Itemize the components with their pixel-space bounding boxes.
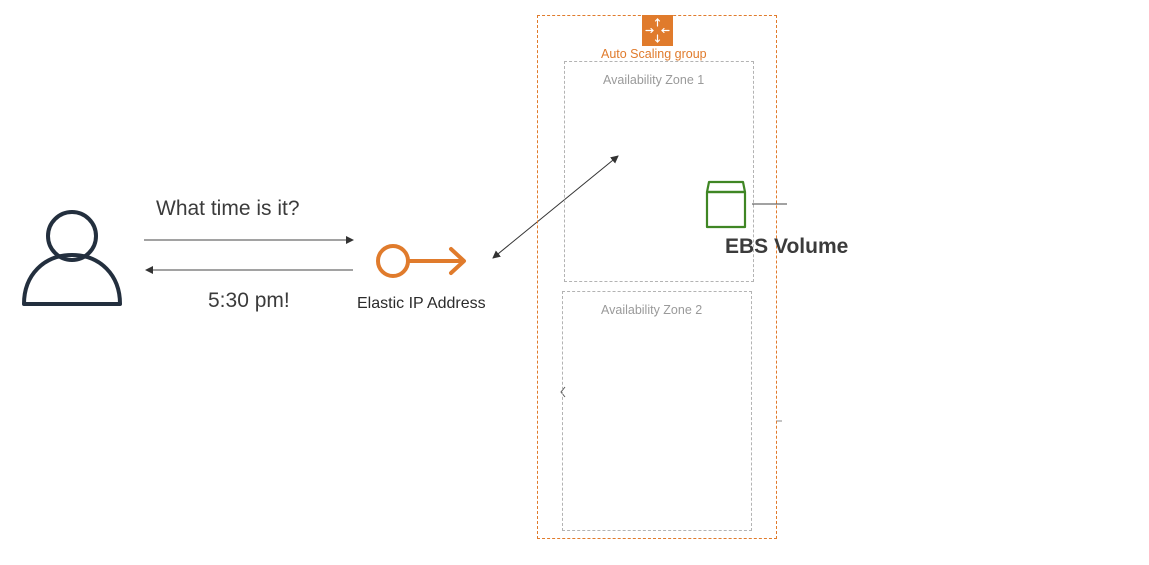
availability-zone-1-box [564, 61, 754, 282]
auto-scaling-group-label: Auto Scaling group [601, 47, 707, 61]
availability-zone-1-label: Availability Zone 1 [603, 73, 705, 87]
answer-message: 5:30 pm! [208, 289, 290, 312]
ebs-volume-label: EBS Volume [725, 235, 849, 258]
question-message: What time is it? [156, 197, 300, 220]
ebs-volume-icon [705, 180, 747, 235]
eip-instance-arrow [492, 155, 619, 259]
user-icon [20, 205, 124, 312]
az2-arrow-mark [560, 386, 566, 398]
elastic-ip-icon [375, 243, 469, 284]
auto-scaling-icon [642, 15, 673, 46]
availability-zone-2-box [562, 291, 752, 531]
availability-zone-2-label: Availability Zone 2 [601, 303, 703, 317]
elastic-ip-label: Elastic IP Address [357, 295, 486, 312]
